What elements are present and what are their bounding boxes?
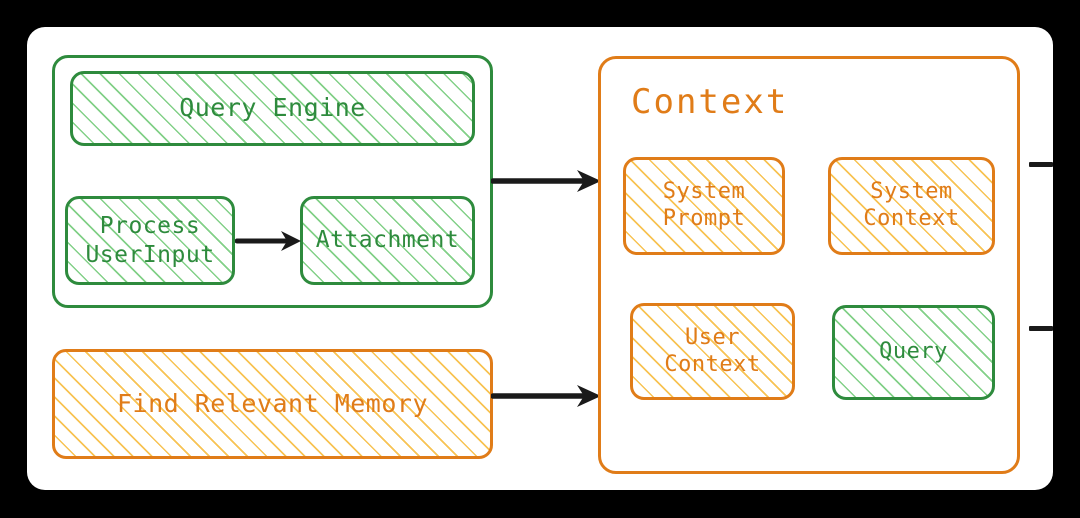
node-query-engine[interactable]: Query Engine: [70, 71, 475, 146]
arrow-group-to-context: [491, 170, 601, 192]
node-system-context[interactable]: System Context: [828, 157, 995, 255]
node-process-userinput[interactable]: Process UserInput: [65, 196, 235, 285]
node-query[interactable]: Query: [832, 305, 995, 400]
connector-stub-lower: [1029, 326, 1053, 331]
context-panel-title: Context: [631, 82, 789, 122]
context-panel[interactable]: [598, 56, 1020, 474]
arrow-userinput-to-attachment: [235, 231, 301, 251]
node-attachment[interactable]: Attachment: [300, 196, 475, 285]
connector-stub-upper: [1029, 162, 1053, 167]
arrow-memory-to-context: [491, 385, 601, 407]
node-system-prompt[interactable]: System Prompt: [623, 157, 785, 255]
node-user-context[interactable]: User Context: [630, 303, 795, 400]
diagram-card: Query Engine Process UserInput Attachmen…: [27, 27, 1053, 490]
node-find-relevant-memory[interactable]: Find Relevant Memory: [52, 349, 493, 459]
